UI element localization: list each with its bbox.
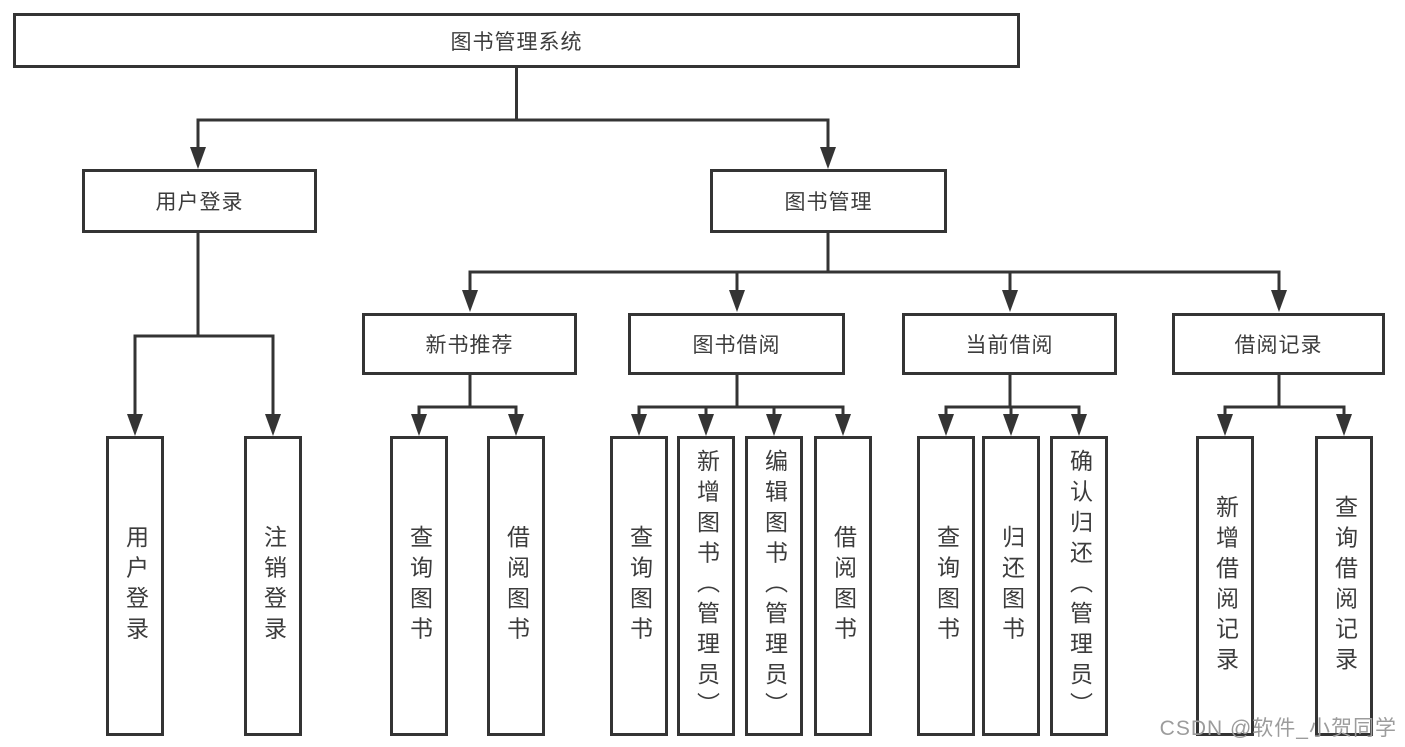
leaf-recommend-query-books-label: 查询图书 bbox=[406, 525, 433, 647]
connector-current-borrow-children bbox=[938, 373, 1087, 436]
node-book-management: 图书管理 bbox=[710, 169, 947, 233]
leaf-current-confirm-return-label: 确认归还（管理员） bbox=[1066, 449, 1093, 723]
connector-book-management-branch bbox=[462, 231, 1287, 312]
node-current-borrow-label: 当前借阅 bbox=[965, 334, 1054, 357]
leaf-user-login-label: 用户登录 bbox=[122, 525, 149, 647]
leaf-borrow-query-books: 查询图书 bbox=[610, 436, 668, 736]
connector-root-to-level2 bbox=[190, 66, 836, 169]
leaf-current-query-books: 查询图书 bbox=[917, 436, 975, 736]
connector-borrow-records-children bbox=[1217, 373, 1352, 436]
leaf-logout: 注销登录 bbox=[244, 436, 302, 736]
leaf-borrow-borrow-books: 借阅图书 bbox=[814, 436, 872, 736]
leaf-records-query-record-label: 查询借阅记录 bbox=[1331, 494, 1358, 678]
leaf-records-add-record-label: 新增借阅记录 bbox=[1212, 494, 1239, 678]
node-new-book-recommend-label: 新书推荐 bbox=[425, 334, 514, 357]
leaf-borrow-edit-books-label: 编辑图书（管理员） bbox=[761, 449, 788, 723]
leaf-recommend-query-books: 查询图书 bbox=[390, 436, 448, 736]
leaf-current-return-books-label: 归还图书 bbox=[998, 525, 1025, 647]
leaf-current-query-books-label: 查询图书 bbox=[933, 525, 960, 647]
leaf-borrow-add-books: 新增图书（管理员） bbox=[677, 436, 735, 736]
leaf-user-login: 用户登录 bbox=[106, 436, 164, 736]
csdn-watermark: CSDN @软件_小贺同学 bbox=[1159, 717, 1397, 740]
connector-book-borrow-children bbox=[631, 373, 851, 436]
node-root: 图书管理系统 bbox=[13, 13, 1020, 68]
leaf-borrow-edit-books: 编辑图书（管理员） bbox=[745, 436, 803, 736]
leaf-borrow-borrow-books-label: 借阅图书 bbox=[830, 525, 857, 647]
node-book-borrow: 图书借阅 bbox=[628, 313, 845, 375]
node-borrow-records-label: 借阅记录 bbox=[1234, 334, 1323, 357]
node-current-borrow: 当前借阅 bbox=[902, 313, 1117, 375]
leaf-borrow-query-books-label: 查询图书 bbox=[626, 525, 653, 647]
node-user-login: 用户登录 bbox=[82, 169, 317, 233]
leaf-current-return-books: 归还图书 bbox=[982, 436, 1040, 736]
connector-user-login-branch bbox=[127, 231, 281, 436]
node-book-borrow-label: 图书借阅 bbox=[692, 334, 781, 357]
leaf-logout-label: 注销登录 bbox=[260, 525, 287, 647]
node-new-book-recommend: 新书推荐 bbox=[362, 313, 577, 375]
node-user-login-label: 用户登录 bbox=[155, 191, 244, 214]
node-borrow-records: 借阅记录 bbox=[1172, 313, 1385, 375]
leaf-current-confirm-return: 确认归还（管理员） bbox=[1050, 436, 1108, 736]
leaf-borrow-add-books-label: 新增图书（管理员） bbox=[693, 449, 720, 723]
connector-new-book-recommend-children bbox=[411, 373, 524, 436]
node-root-label: 图书管理系统 bbox=[450, 30, 583, 54]
node-book-management-label: 图书管理 bbox=[784, 191, 873, 214]
leaf-recommend-borrow-books-label: 借阅图书 bbox=[503, 525, 530, 647]
leaf-recommend-borrow-books: 借阅图书 bbox=[487, 436, 545, 736]
leaf-records-add-record: 新增借阅记录 bbox=[1196, 436, 1254, 736]
leaf-records-query-record: 查询借阅记录 bbox=[1315, 436, 1373, 736]
